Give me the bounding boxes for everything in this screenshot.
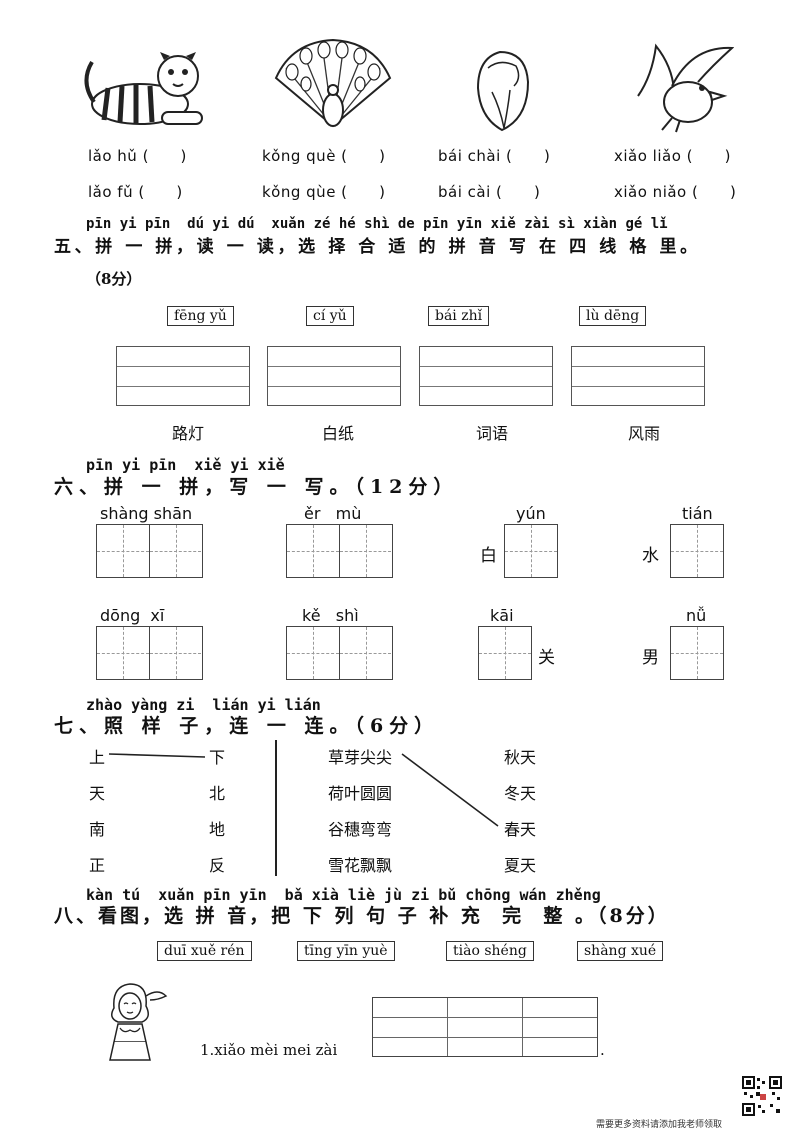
- match-left-a[interactable]: 正: [89, 856, 106, 875]
- grid-pinyin: shàng shān: [100, 504, 193, 523]
- match-right-a[interactable]: 雪花飘飘: [328, 856, 393, 875]
- match-left-a[interactable]: 上: [89, 748, 106, 767]
- option-peacock-1[interactable]: kǒng què ( ): [262, 147, 386, 165]
- section8-option-3[interactable]: tiào shéng: [446, 941, 534, 961]
- match-right-a[interactable]: 谷穗弯弯: [328, 820, 393, 839]
- section7-pinyin: zhào yàng zi lián yi lián: [86, 696, 321, 714]
- writing-grid[interactable]: [286, 626, 393, 680]
- given-character: 男: [642, 648, 659, 668]
- section5-title: 五、拼 一 拼，读 一 读，选 择 合 适 的 拼 音 写 在 四 线 格 里。: [54, 237, 701, 257]
- section5-option-4[interactable]: lù dēng: [579, 306, 647, 326]
- sentence-end-period: .: [600, 1041, 605, 1059]
- match-right-b[interactable]: 夏天: [504, 856, 537, 875]
- grid-pinyin: nǚ: [686, 606, 707, 625]
- match-left-b[interactable]: 下: [209, 748, 226, 767]
- sentence-prompt: 1.xiǎo mèi mei zài: [200, 1041, 338, 1059]
- section6-pinyin: pīn yi pīn xiě yi xiě: [86, 456, 285, 474]
- section5-score: （8分）: [86, 270, 142, 288]
- match-left-b[interactable]: 北: [209, 784, 226, 803]
- grid-pinyin: ěr mù: [304, 504, 362, 523]
- section5-word: 白纸: [321, 424, 354, 443]
- section5-option-3[interactable]: bái zhǐ: [428, 306, 490, 326]
- writing-grid[interactable]: [96, 524, 203, 578]
- footer-note: 需要更多资料请添加我老师领取: [596, 1120, 723, 1130]
- match-left-b[interactable]: 反: [209, 856, 226, 875]
- four-line-grid[interactable]: [116, 346, 250, 406]
- four-line-grid[interactable]: [267, 346, 401, 406]
- writing-grid[interactable]: [504, 524, 558, 578]
- bird-picture: [632, 26, 735, 134]
- section8-option-4[interactable]: shàng xué: [577, 941, 664, 961]
- option-cabbage-1[interactable]: bái chài ( ): [438, 147, 551, 165]
- grid-pinyin: tián: [682, 504, 713, 523]
- match-right-a[interactable]: 荷叶圆圆: [328, 784, 393, 803]
- writing-grid[interactable]: [286, 524, 393, 578]
- section5-pinyin: pīn yi pīn dú yi dú xuǎn zé hé shì de pī…: [86, 216, 668, 232]
- given-character: 白: [480, 546, 497, 566]
- option-tiger-1[interactable]: lǎo hǔ ( ): [88, 147, 187, 165]
- section5-word: 风雨: [627, 424, 660, 443]
- option-peacock-2[interactable]: kǒng qùe ( ): [262, 183, 386, 201]
- section8-option-1[interactable]: duī xuě rén: [157, 941, 252, 961]
- option-bird-2[interactable]: xiǎo niǎo ( ): [614, 183, 737, 201]
- section8-option-2[interactable]: tīng yīn yuè: [297, 941, 395, 961]
- section8-title: 八、看图，选 拼 音，把 下 列 句 子 补 充 完 整 。（8分）: [54, 905, 670, 927]
- match-right-b[interactable]: 春天: [504, 820, 537, 839]
- writing-grid[interactable]: [96, 626, 203, 680]
- peacock-picture: [272, 38, 394, 134]
- option-bird-1[interactable]: xiǎo liǎo ( ): [614, 147, 731, 165]
- option-tiger-2[interactable]: lǎo fǔ ( ): [88, 183, 183, 201]
- section7-title: 七、照 样 子，连 一 连。（6分）: [54, 715, 440, 737]
- section6-title: 六、拼 一 拼，写 一 写。（12分）: [54, 476, 459, 498]
- grid-pinyin: dōng xī: [100, 606, 165, 625]
- writing-grid[interactable]: [670, 524, 724, 578]
- four-line-grid[interactable]: [419, 346, 553, 406]
- tiger-picture: [78, 42, 218, 134]
- given-character: 关: [538, 648, 555, 668]
- grid-pinyin: kāi: [490, 606, 514, 625]
- section5-option-2[interactable]: cí yǔ: [306, 306, 354, 326]
- cabbage-picture: [470, 48, 534, 132]
- match-left-a[interactable]: 南: [89, 820, 106, 839]
- vertical-divider: [275, 740, 277, 876]
- match-left-a[interactable]: 天: [89, 784, 106, 803]
- qr-code[interactable]: [742, 1076, 782, 1116]
- section5-word: 路灯: [171, 424, 204, 443]
- writing-grid[interactable]: [478, 626, 532, 680]
- grid-pinyin: yún: [516, 504, 546, 523]
- girl-picture: [100, 978, 170, 1064]
- section8-pinyin: kàn tú xuǎn pīn yīn bǎ xià liè jù zi bǔ …: [86, 886, 601, 904]
- match-right-a[interactable]: 草芽尖尖: [328, 748, 393, 767]
- grid-pinyin: kě shì: [302, 606, 359, 625]
- writing-grid[interactable]: [670, 626, 724, 680]
- option-cabbage-2[interactable]: bái cài ( ): [438, 183, 541, 201]
- given-character: 水: [642, 546, 659, 566]
- section5-word: 词语: [475, 424, 508, 443]
- four-line-grid[interactable]: [571, 346, 705, 406]
- answer-grid[interactable]: [372, 997, 598, 1057]
- match-right-b[interactable]: 冬天: [504, 784, 537, 803]
- match-left-b[interactable]: 地: [209, 820, 226, 839]
- match-right-b[interactable]: 秋天: [504, 748, 537, 767]
- section5-option-1[interactable]: fēng yǔ: [167, 306, 234, 326]
